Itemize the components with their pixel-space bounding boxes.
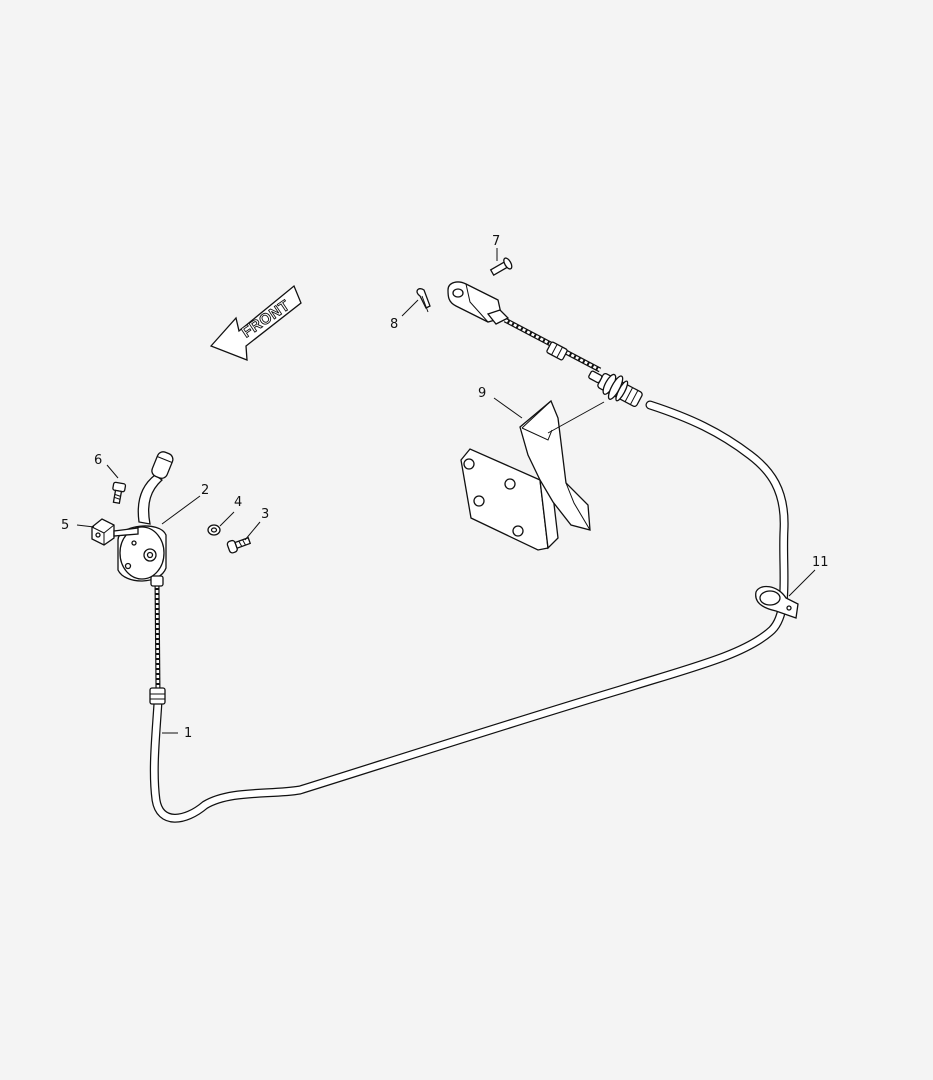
front-arrow-label: FRONT [239,297,293,341]
cable-clip [755,585,799,619]
callout-8: 8 [390,317,398,332]
clevis-pin [489,257,513,276]
callout-9: 9 [478,386,486,401]
bolt [112,481,127,505]
callout-6: 6 [94,453,102,468]
mounting-bracket [460,399,591,551]
front-direction-arrow: FRONT [209,284,302,361]
callout-3: 3 [261,507,269,522]
callout-4: 4 [234,495,242,510]
callout-11: 11 [812,555,829,570]
screw [226,536,252,554]
callout-2: 2 [201,483,209,498]
control-cable [149,317,789,823]
callout-5: 5 [61,518,69,533]
callout-numbers: 1 2 3 4 5 6 7 8 9 11 [61,234,829,741]
leader-lines [76,248,816,734]
callout-1: 1 [184,726,192,741]
cotter-pin [416,288,431,313]
cable-clevis [447,281,510,325]
control-lever-assembly [117,451,174,587]
cable-clamp-block [91,518,139,546]
callout-7: 7 [492,234,500,249]
lock-washer [207,524,221,536]
